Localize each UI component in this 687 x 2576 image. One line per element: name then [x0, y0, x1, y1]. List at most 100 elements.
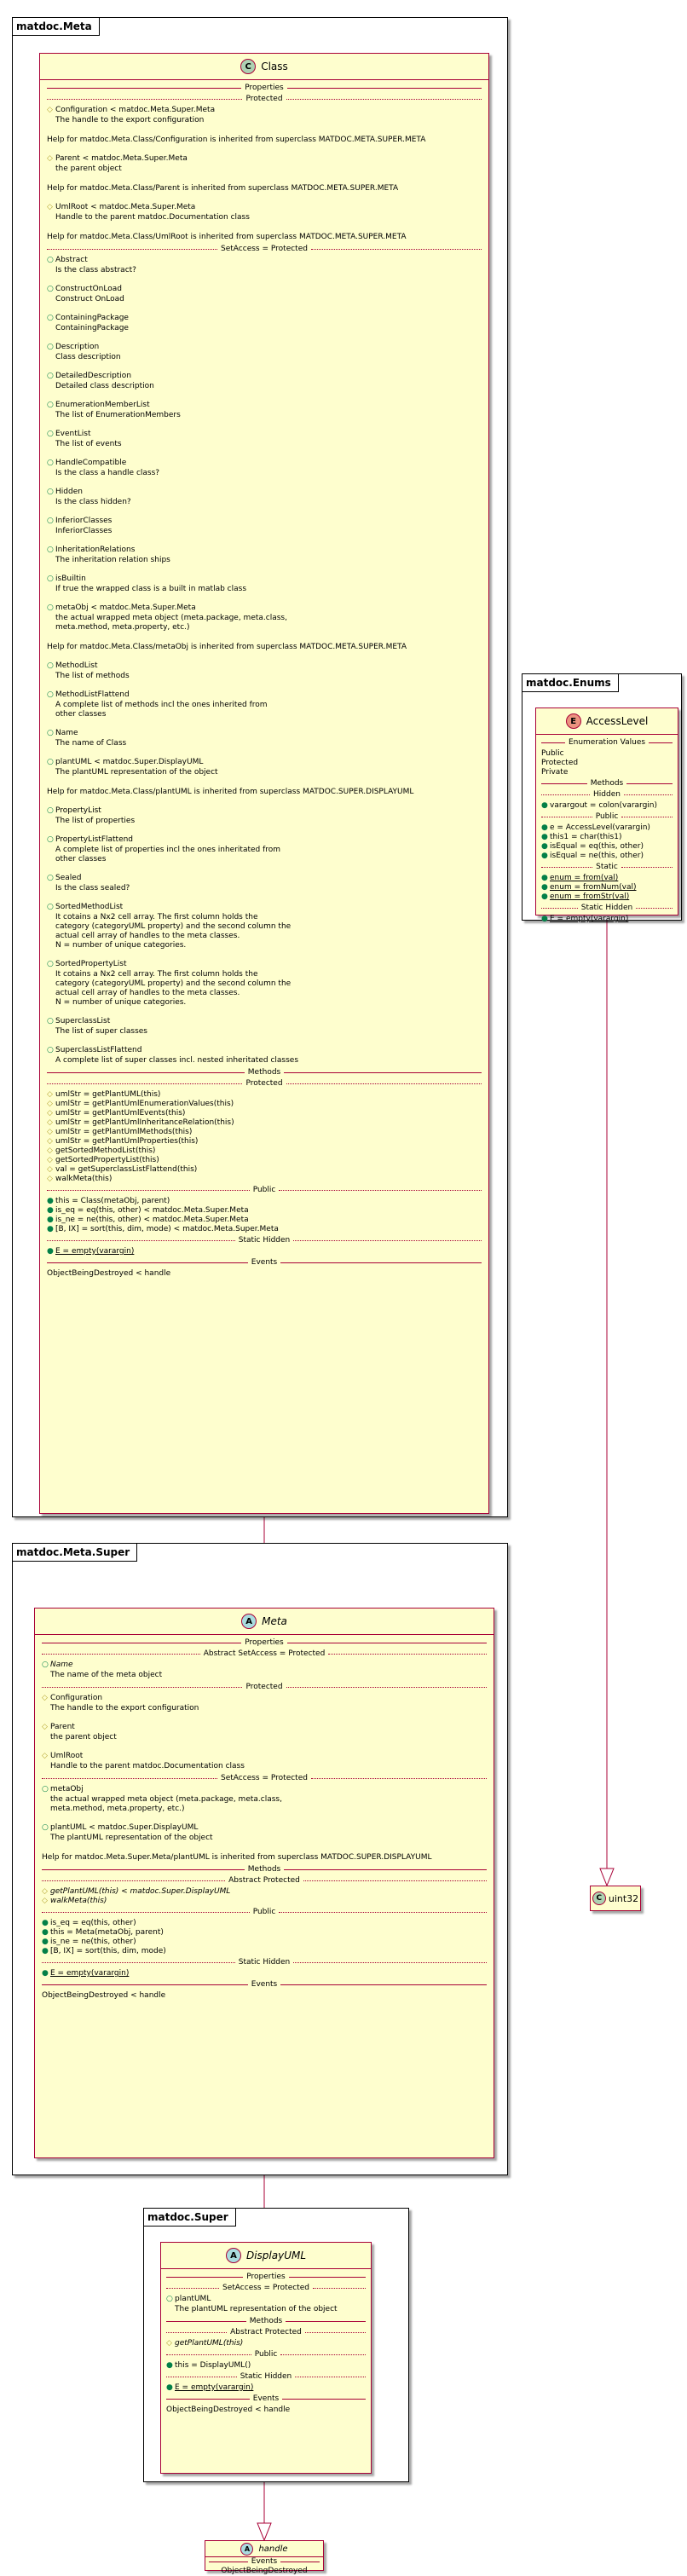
property-signature: InheritationRelations [55, 546, 136, 554]
method-signature: this = DisplayUML() [175, 2361, 251, 2370]
property-signature: plantUML [175, 2295, 211, 2303]
enum-value-text: Public [541, 749, 564, 758]
public-visibility-icon: ○ [47, 285, 54, 293]
protected-visibility-icon: ◇ [166, 2339, 172, 2348]
property-description: The name of Class [55, 739, 127, 748]
method-signature: this = Class(metaObj, parent) [55, 1197, 170, 1205]
property-signature: MethodListFlattend [55, 690, 130, 699]
public-visibility-icon: ○ [42, 1823, 49, 1832]
protected-visibility-icon: ◇ [42, 1887, 48, 1896]
class-box-displayuml[interactable]: A DisplayUML Properties SetAccess = Prot… [160, 2242, 372, 2474]
property-signature: plantUML < matdoc.Super.DisplayUML [50, 1823, 199, 1832]
inherited-help-note: Help for matdoc.Meta.Class/Parent is inh… [47, 184, 399, 193]
property-signature: PropertyListFlattend [55, 835, 134, 844]
package-label: matdoc.Enums [522, 673, 619, 692]
public-visibility-icon: ○ [166, 2295, 173, 2303]
class-box-class[interactable]: C Class Properties Protected ◇Configurat… [39, 53, 489, 1514]
method-entry: ◇umlStr = getPlantUmlEnumerationValues(t… [47, 1100, 482, 1109]
property-description: The plantUML representation of the objec… [50, 1834, 213, 1842]
hidden-methods-list: ●varargout = colon(varargin) [541, 801, 673, 811]
public-visibility-icon: ● [42, 1938, 49, 1946]
method-entry: ●is_eq = eq(this, other) [42, 1919, 487, 1928]
property-signature: ContainingPackage [55, 314, 129, 322]
method-entry: ●isEqual = eq(this, other) [541, 842, 673, 852]
public-visibility-icon: ● [42, 1947, 49, 1955]
property-signature: Description [55, 343, 100, 351]
class-box-uint32[interactable]: C uint32 [590, 1886, 641, 1911]
method-signature: E = empty(varargin) [550, 915, 629, 923]
method-signature: [B, IX] = sort(this, dim, mode) [50, 1947, 166, 1955]
abstract-stereotype-icon: A [241, 1614, 257, 1629]
enum-value: Public [541, 749, 673, 759]
package-label: matdoc.Meta.Super [12, 1543, 138, 1562]
protected-visibility-icon: ◇ [47, 1137, 53, 1146]
section-events: Events [166, 2394, 366, 2404]
class-header: C uint32 [591, 1886, 640, 1910]
section-public: Public [166, 2350, 366, 2359]
method-entry: ◇umlStr = getPlantUmlInheritanceRelation… [47, 1118, 482, 1128]
class-name: Meta [262, 1614, 287, 1627]
property-signature: metaObj < matdoc.Meta.Super.Meta [55, 604, 196, 612]
section-properties: Properties [42, 1638, 487, 1648]
section-events: Events [209, 2557, 320, 2567]
section-properties: Properties [166, 2273, 366, 2282]
method-signature: this1 = char(this1) [550, 833, 622, 841]
public-visibility-icon: ● [42, 1969, 49, 1978]
method-signature: is_ne = ne(this, other) < matdoc.Meta.Su… [55, 1216, 249, 1224]
property-signature: Name [55, 729, 78, 737]
property-signature: EnumerationMemberList [55, 401, 150, 409]
class-box-handle[interactable]: A handle Events ObjectBeingDestroyed [205, 2540, 324, 2575]
method-signature: E = empty(varargin) [50, 1969, 130, 1978]
property-description: The list of super classes [55, 1027, 147, 1036]
section-static: Static [541, 863, 673, 872]
section-enum-values: Enumeration Values [541, 738, 673, 748]
class-stereotype-icon: C [592, 1892, 606, 1905]
section-protected: Protected [42, 1683, 487, 1692]
property-signature: plantUML < matdoc.Super.DisplayUML [55, 758, 204, 766]
property-signature: PropertyList [55, 806, 101, 815]
section-public: Public [42, 1908, 487, 1917]
method-signature: is_eq = eq(this, other) [50, 1919, 136, 1927]
method-signature: this = Meta(metaObj, parent) [50, 1928, 164, 1937]
events-list: ObjectBeingDestroyed < handle [42, 1991, 487, 2001]
method-entry: ◇walkMeta(this) [47, 1175, 482, 1184]
event-text: ObjectBeingDestroyed < handle [166, 2406, 291, 2414]
protected-visibility-icon: ◇ [47, 1100, 53, 1108]
method-signature: isEqual = ne(this, other) [550, 852, 644, 860]
event-entry: ObjectBeingDestroyed [209, 2567, 320, 2576]
method-signature: umlStr = getPlantUmlInheritanceRelation(… [55, 1118, 234, 1127]
property-description: the parent object [55, 165, 122, 173]
protected-visibility-icon: ◇ [47, 1175, 53, 1183]
property-description: ContainingPackage [55, 324, 129, 332]
public-visibility-icon: ● [541, 801, 548, 810]
method-entry: ●this = Class(metaObj, parent) [47, 1197, 482, 1206]
method-signature: getSortedPropertyList(this) [55, 1156, 159, 1164]
enum-value: Protected [541, 759, 673, 768]
static-hidden-list: ●E = empty(varargin) [42, 1969, 487, 1978]
public-visibility-icon: ● [541, 874, 548, 882]
property-signature: DetailedDescription [55, 372, 132, 380]
property-description: the actual wrapped meta object (meta.pac… [55, 614, 287, 632]
property-signature: InferiorClasses [55, 517, 113, 525]
class-name: Class [261, 60, 288, 72]
section-methods: Methods [166, 2317, 366, 2326]
public-visibility-icon: ● [47, 1197, 54, 1205]
section-hidden: Hidden [541, 790, 673, 800]
property-signature: Name [50, 1661, 73, 1669]
class-name: handle [258, 2544, 288, 2554]
class-box-meta[interactable]: A Meta Properties Abstract SetAccess = P… [34, 1608, 494, 2158]
property-description: Class description [55, 353, 121, 361]
method-entry: ◇getSortedMethodList(this) [47, 1146, 482, 1156]
